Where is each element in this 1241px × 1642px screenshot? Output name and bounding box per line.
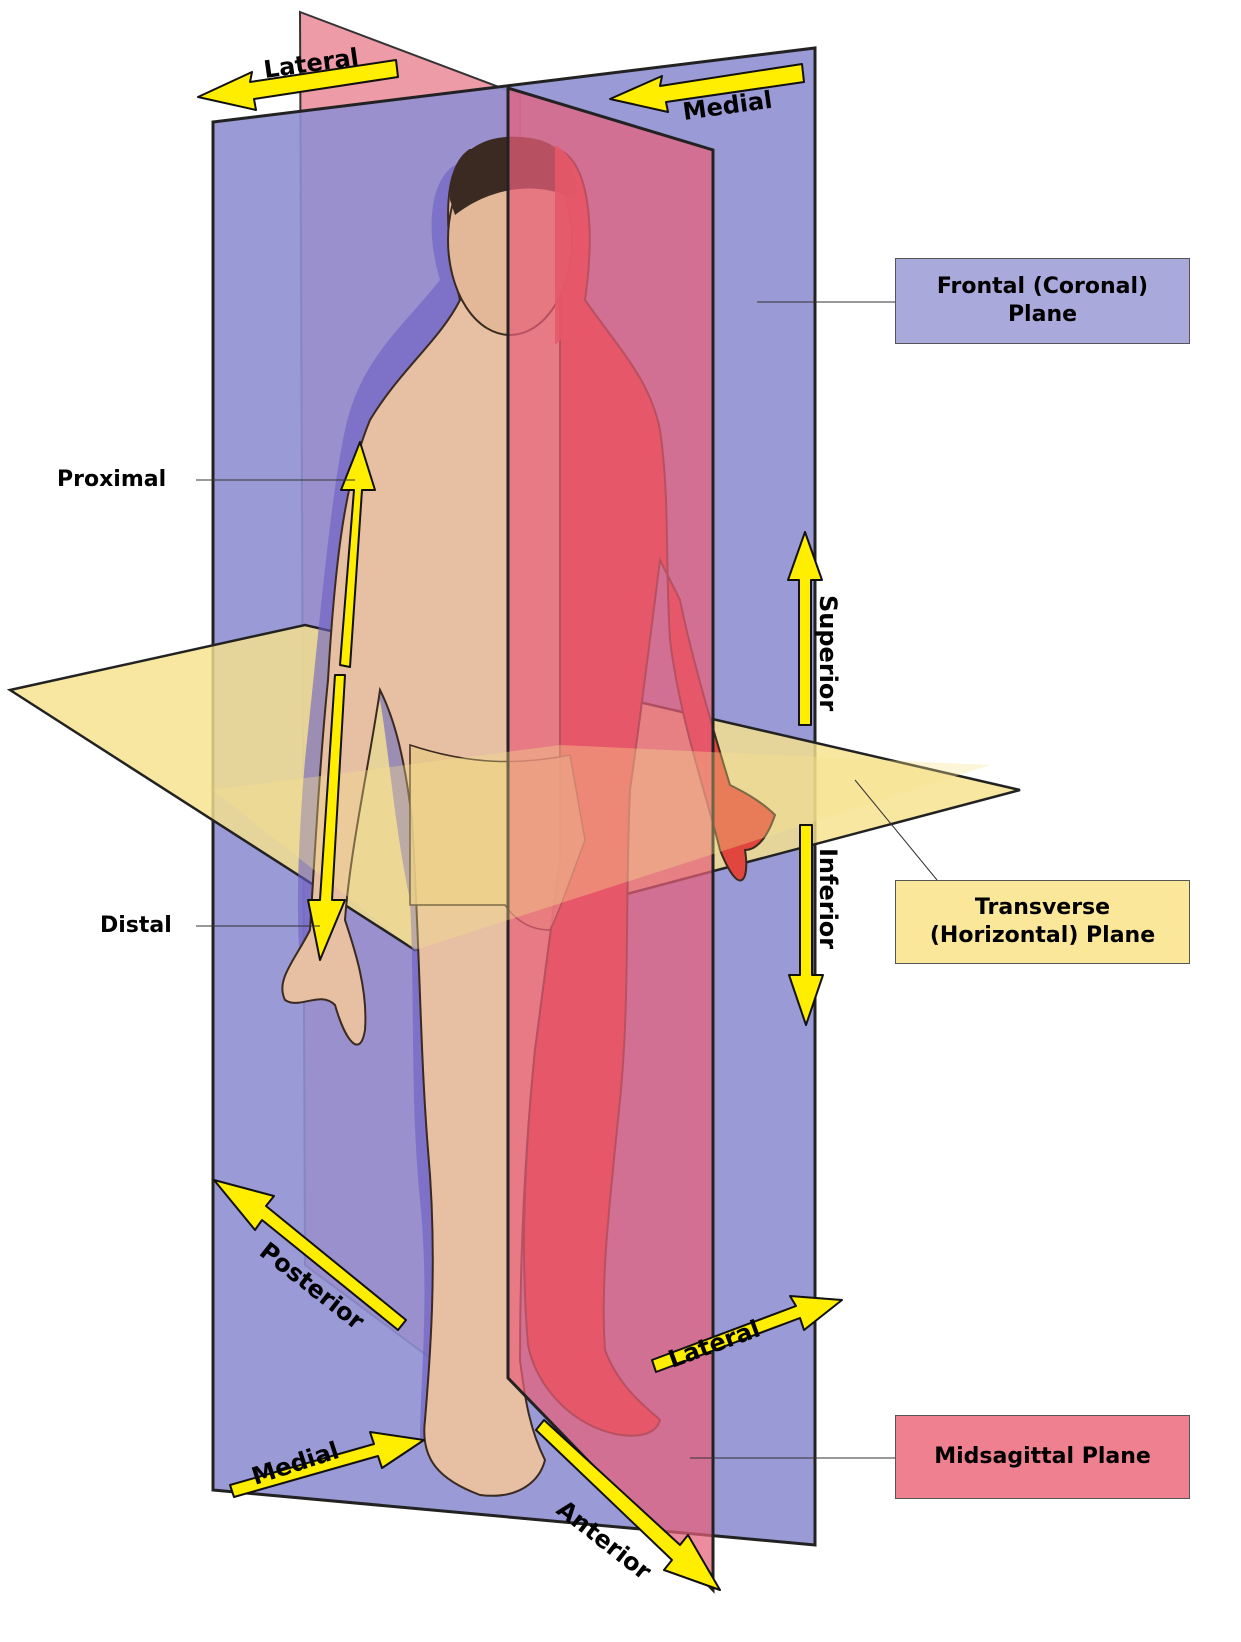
- inferior-label: Inferior: [814, 848, 842, 949]
- superior-label: Superior: [814, 595, 842, 711]
- midsagittal-plane-box: Midsagittal Plane: [895, 1415, 1190, 1499]
- frontal-plane-box: Frontal (Coronal) Plane: [895, 258, 1190, 344]
- transverse-plane-box: Transverse (Horizontal) Plane: [895, 880, 1190, 964]
- frontal-plane-label: Frontal (Coronal) Plane: [937, 273, 1148, 329]
- distal-label: Distal: [100, 913, 172, 938]
- midsagittal-plane-label: Midsagittal Plane: [934, 1443, 1151, 1471]
- proximal-label: Proximal: [57, 467, 166, 492]
- transverse-plane-label: Transverse (Horizontal) Plane: [930, 894, 1155, 950]
